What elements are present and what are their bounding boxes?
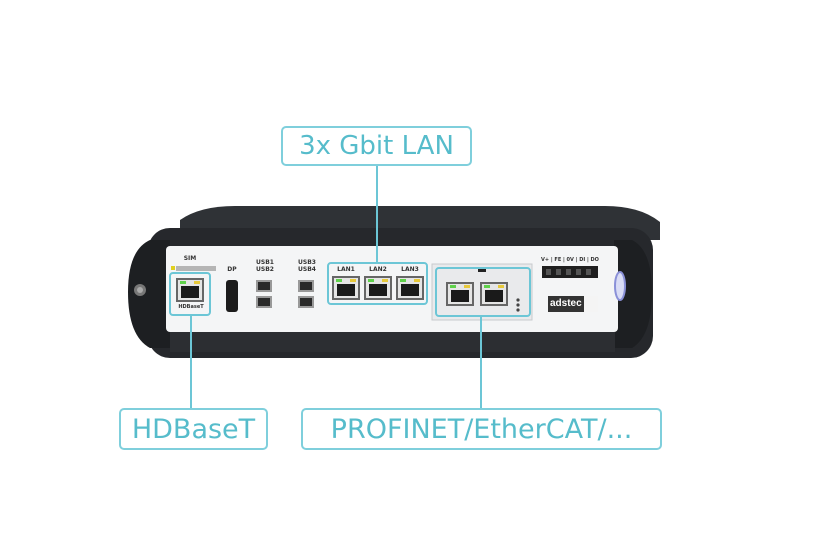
usb2-label: USB2 bbox=[256, 266, 274, 273]
brand-logo: adstec bbox=[550, 298, 582, 309]
fieldbus-port-1 bbox=[446, 282, 474, 306]
fieldbus-highlight-frame bbox=[435, 267, 531, 317]
usb1-label: USB1 bbox=[256, 259, 274, 266]
hdbaset-port bbox=[176, 278, 204, 302]
hdbaset-highlight-frame bbox=[169, 272, 211, 316]
hdbaset-connector-line bbox=[190, 316, 192, 408]
usb4-label: USB4 bbox=[298, 266, 316, 273]
dp-label: DP bbox=[227, 266, 237, 273]
usb2-port bbox=[256, 296, 272, 308]
lan-connector-line bbox=[376, 164, 378, 262]
lan1-port bbox=[332, 276, 360, 300]
lan-callout: 3x Gbit LAN bbox=[281, 126, 472, 166]
fieldbus-callout: PROFINET/EtherCAT/... bbox=[301, 408, 662, 450]
lan3-port bbox=[396, 276, 424, 300]
usb3-port bbox=[298, 280, 314, 292]
io-terminal-label: V+ | FE | 0V | DI | DO bbox=[541, 257, 599, 263]
fieldbus-port-2 bbox=[480, 282, 508, 306]
fieldbus-connector-line bbox=[480, 317, 482, 410]
lan-highlight-frame bbox=[327, 262, 428, 305]
lan2-port bbox=[364, 276, 392, 300]
usb3-label: USB3 bbox=[298, 259, 316, 266]
usb4-port bbox=[298, 296, 314, 308]
sim-label: SIM bbox=[183, 255, 197, 262]
lan3-label: LAN3 bbox=[401, 266, 419, 273]
lan1-label: LAN1 bbox=[337, 266, 355, 273]
hdbaset-callout: HDBaseT bbox=[119, 408, 268, 450]
lan2-label: LAN2 bbox=[369, 266, 387, 273]
hdbaset-port-label: HDBaseT bbox=[178, 304, 204, 310]
usb1-port bbox=[256, 280, 272, 292]
